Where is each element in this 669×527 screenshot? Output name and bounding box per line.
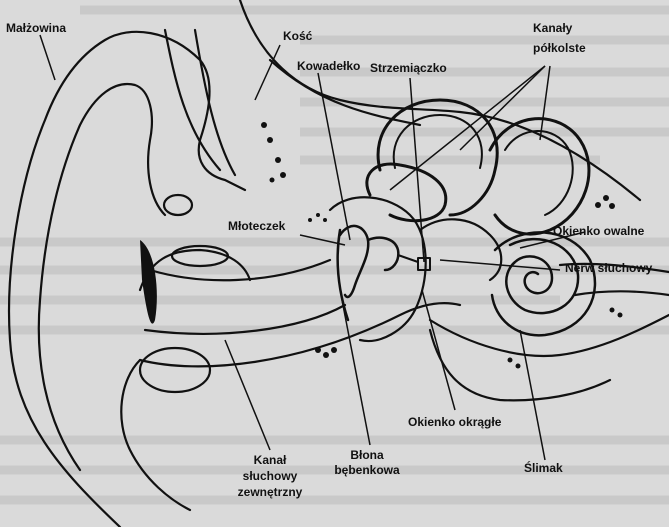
label-slimak: Ślimak	[524, 462, 563, 475]
label-mloteczek: Młoteczek	[228, 220, 285, 233]
label-kanal-line2: słuchowy	[230, 470, 310, 483]
label-kanaly-line2: półkolste	[533, 42, 586, 55]
label-strzemiaczko: Strzemiączko	[370, 62, 447, 75]
label-blona-line2: bębenkowa	[327, 464, 407, 477]
label-kanal-line3: zewnętrzny	[230, 486, 310, 499]
label-kosc: Kość	[283, 30, 312, 43]
label-kanaly-line1: Kanały	[533, 22, 572, 35]
auditory-nerve-lower	[575, 291, 669, 295]
stapes-link	[398, 255, 418, 262]
lobule-shape	[140, 348, 210, 392]
label-malzowina: Małżowina	[6, 22, 66, 35]
semicircular-canal-posterior-inner	[505, 131, 573, 215]
bone-line-2	[195, 30, 235, 175]
cochlea-spiral	[492, 232, 595, 335]
label-okienko-owalne: Okienko owalne	[553, 225, 644, 238]
auricle-helix	[121, 360, 190, 510]
label-kowadelko: Kowadełko	[297, 60, 360, 73]
malleus	[340, 226, 368, 297]
label-okienko-okragle: Okienko okrągłe	[408, 416, 501, 429]
label-nerw-sluchowy: Nerw słuchowy	[565, 262, 652, 275]
tragus-shape	[164, 195, 192, 215]
bone-line-1	[165, 30, 220, 170]
label-kanal-line1: Kanał	[230, 454, 310, 467]
label-blona-line1: Błona	[327, 449, 407, 462]
